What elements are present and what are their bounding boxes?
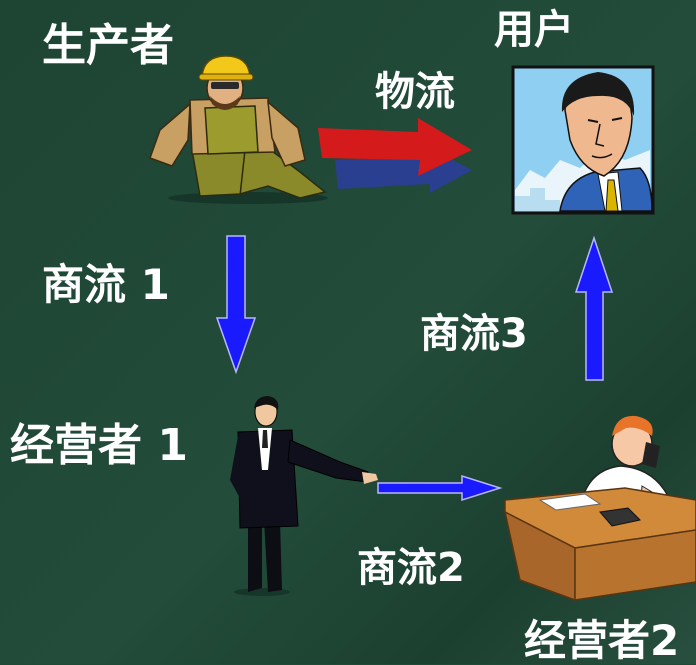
commerce-flow-1-arrow [215, 235, 257, 375]
construction-worker-icon [149, 55, 328, 204]
businessman-pointing-icon [230, 396, 378, 596]
logistics-label: 物流 [375, 69, 455, 115]
commerce-flow-2-arrow [377, 474, 503, 502]
operator-2-label: 经营者2 [524, 616, 680, 665]
producer-label: 生产者 [42, 20, 174, 71]
operator-1-label: 经营者 1 [10, 420, 188, 471]
commerce-flow-2-label: 商流2 [357, 545, 465, 591]
businessman-portrait-icon [511, 65, 655, 215]
commerce-flow-3-arrow [574, 235, 614, 381]
user-label: 用户 [494, 7, 574, 53]
commerce-flow-1-label: 商流 1 [42, 260, 170, 309]
commerce-flow-3-label: 商流3 [420, 311, 528, 357]
man-on-phone-at-desk-icon [503, 415, 696, 602]
logistics-arrow [318, 118, 472, 193]
